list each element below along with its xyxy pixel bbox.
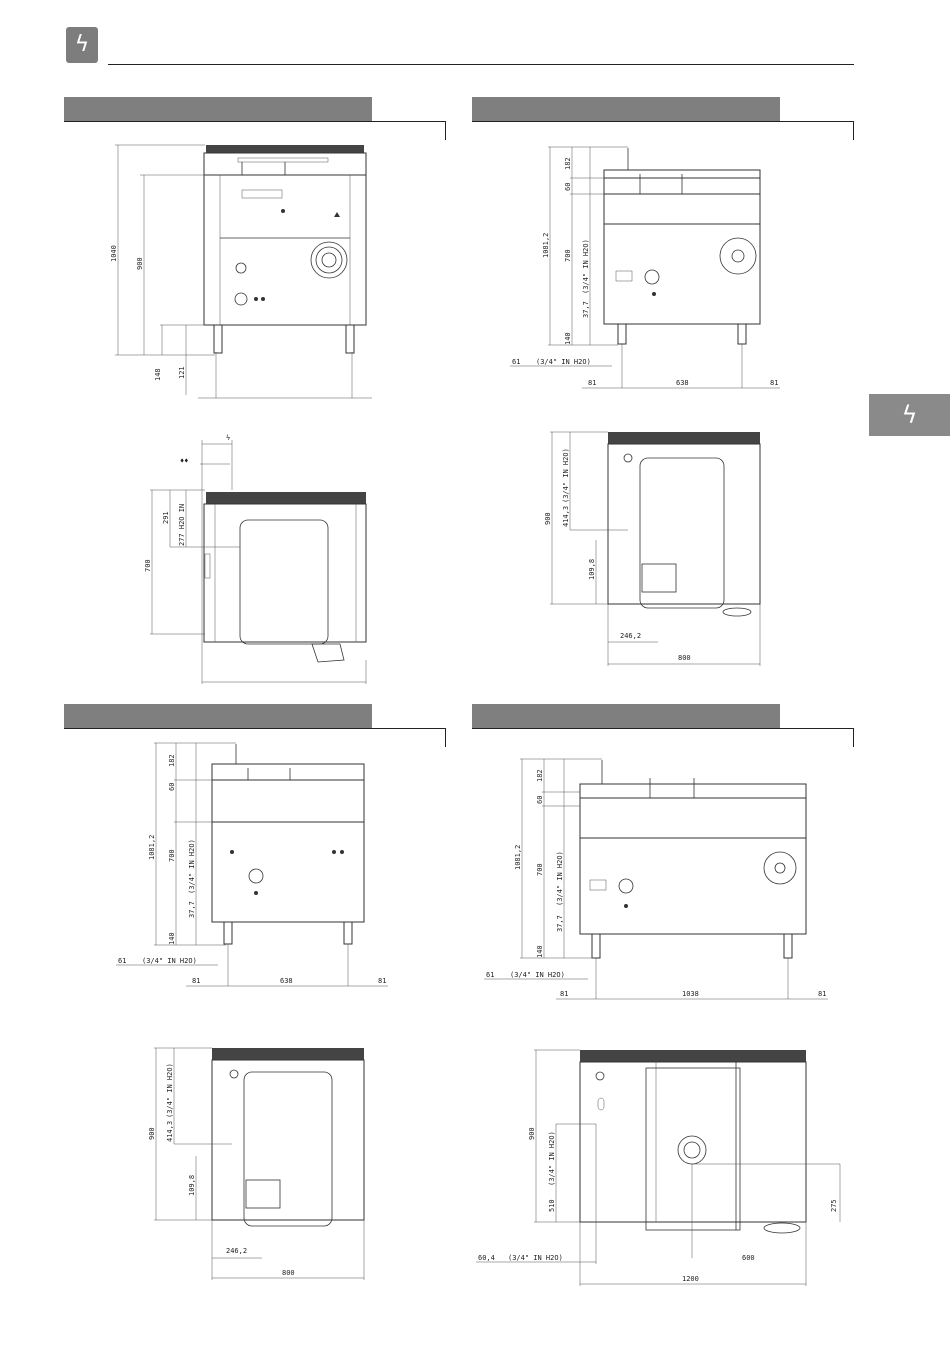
dim-182: 182 [168,754,176,767]
water-label: ♦♦ [180,457,188,465]
h2o-label-b: (3/4" IN H2O) [142,957,197,965]
dim-109: 109,8 [588,559,596,580]
panel-d-top-view: 900 510 (3/4" IN H2O) 275 600 60,4 (3/4"… [476,1049,841,1286]
dim-638: 638 [676,379,689,387]
dim-60: 60 [168,783,176,791]
panel-a-top-view: ϟ ♦♦ 700 291 277 H2O IN [144,434,367,684]
section-tick-d [853,728,854,747]
h2o-label: (3/4" IN H2O) [556,851,564,906]
dim-700: 700 [144,559,152,572]
h2o-label: (3/4" IN H2O) [582,239,590,294]
dim-800: 800 [678,654,691,662]
dim-81a: 81 [560,990,568,998]
section-bar-a [64,97,372,121]
dim-60-4: 60,4 [478,1254,495,1262]
dim-1081: 1081,2 [542,233,550,258]
section-bar-b [472,97,780,121]
h2o-label-b: (3/4" IN H2O) [510,971,565,979]
dim-37: 37,7 [582,301,590,318]
dim-291: 291 [162,511,170,524]
section-bar-c [64,704,372,728]
dim-148: 148 [154,368,162,381]
dim-81a: 81 [588,379,596,387]
h2o-label-b: (3/4" IN H2O) [508,1254,563,1262]
dim-246: 246,2 [620,632,641,640]
dim-61: 61 [486,971,494,979]
panel-c-top-view: 900 414,3 (3/4" IN H2O) 109,8 246,2 800 [148,1047,365,1280]
dim-900: 900 [148,1127,156,1140]
dim-60: 60 [564,183,572,191]
dim-140: 140 [564,332,572,345]
dim-81b: 81 [770,379,778,387]
panel-b-front-view: 182 60 1081,2 700 37,7 (3/4" IN H2O) 140… [510,146,780,389]
dim-900: 900 [544,512,552,525]
dim-37: 37,7 [188,901,196,918]
dim-900: 900 [528,1127,536,1140]
section-tick-a [445,121,446,140]
bolt-label: ϟ [226,434,230,442]
dim-121: 121 [178,366,186,379]
h2o-label: (3/4" IN H2O) [166,1063,174,1118]
header-rule [108,64,854,65]
panel-c-front-view: 182 60 1081,2 700 37,7 (3/4" IN H2O) 140… [116,742,388,987]
h2o-label: (3/4" IN H2O) [562,448,570,503]
dim-61: 61 [512,358,520,366]
dim-246: 246,2 [226,1247,247,1255]
dim-700: 700 [536,863,544,876]
section-rule-c [64,728,446,729]
dim-37: 37,7 [556,915,564,932]
section-rule-d [472,728,854,729]
h2o-label-b: (3/4" IN H2O) [536,358,591,366]
dim-700: 700 [168,849,176,862]
dim-1038: 1038 [682,990,699,998]
section-bar-d [472,704,780,728]
grill-strip [206,145,364,153]
side-tab-lightning-bolt-icon: ϟ [869,394,950,436]
dim-414: 414,3 [166,1121,174,1142]
dim-81b: 81 [378,977,386,985]
lightning-bolt-icon: ϟ [66,27,98,63]
dim-510: 510 [548,1199,556,1212]
dim-81b: 81 [818,990,826,998]
dim-81a: 81 [192,977,200,985]
dim-900: 900 [136,257,144,270]
dim-800: 800 [282,1269,295,1277]
section-tick-c [445,728,446,747]
section-tick-b [853,121,854,140]
dim-140: 140 [536,945,544,958]
h2o-label: (3/4" IN H2O) [188,839,196,894]
dim-600: 600 [742,1254,755,1262]
dim-109: 109,8 [188,1175,196,1196]
panel-b-top-view: 900 414,3 (3/4" IN H2O) 109,8 246,2 800 [544,431,761,666]
dim-61: 61 [118,957,126,965]
dim-1040: 1040 [110,245,118,262]
dim-700: 700 [564,249,572,262]
dim-1200: 1200 [682,1275,699,1283]
dim-60: 60 [536,796,544,804]
dim-1081: 1081,2 [514,845,522,870]
dim-414: 414,3 [562,506,570,527]
dim-182: 182 [536,769,544,782]
dim-277: 277 H2O IN [178,504,186,546]
dim-182: 182 [564,157,572,170]
dim-1081: 1081,2 [148,835,156,860]
section-rule-b [472,121,854,122]
dim-638: 638 [280,977,293,985]
h2o-label: (3/4" IN H2O) [548,1131,556,1186]
dim-140: 140 [168,932,176,945]
panel-a-front-view: 1040 900 148 121 [110,144,372,399]
dim-275: 275 [830,1199,838,1212]
panel-d-front-view: 182 60 1081,2 700 37,7 (3/4" IN H2O) 140… [484,758,828,1000]
section-rule-a [64,121,446,122]
